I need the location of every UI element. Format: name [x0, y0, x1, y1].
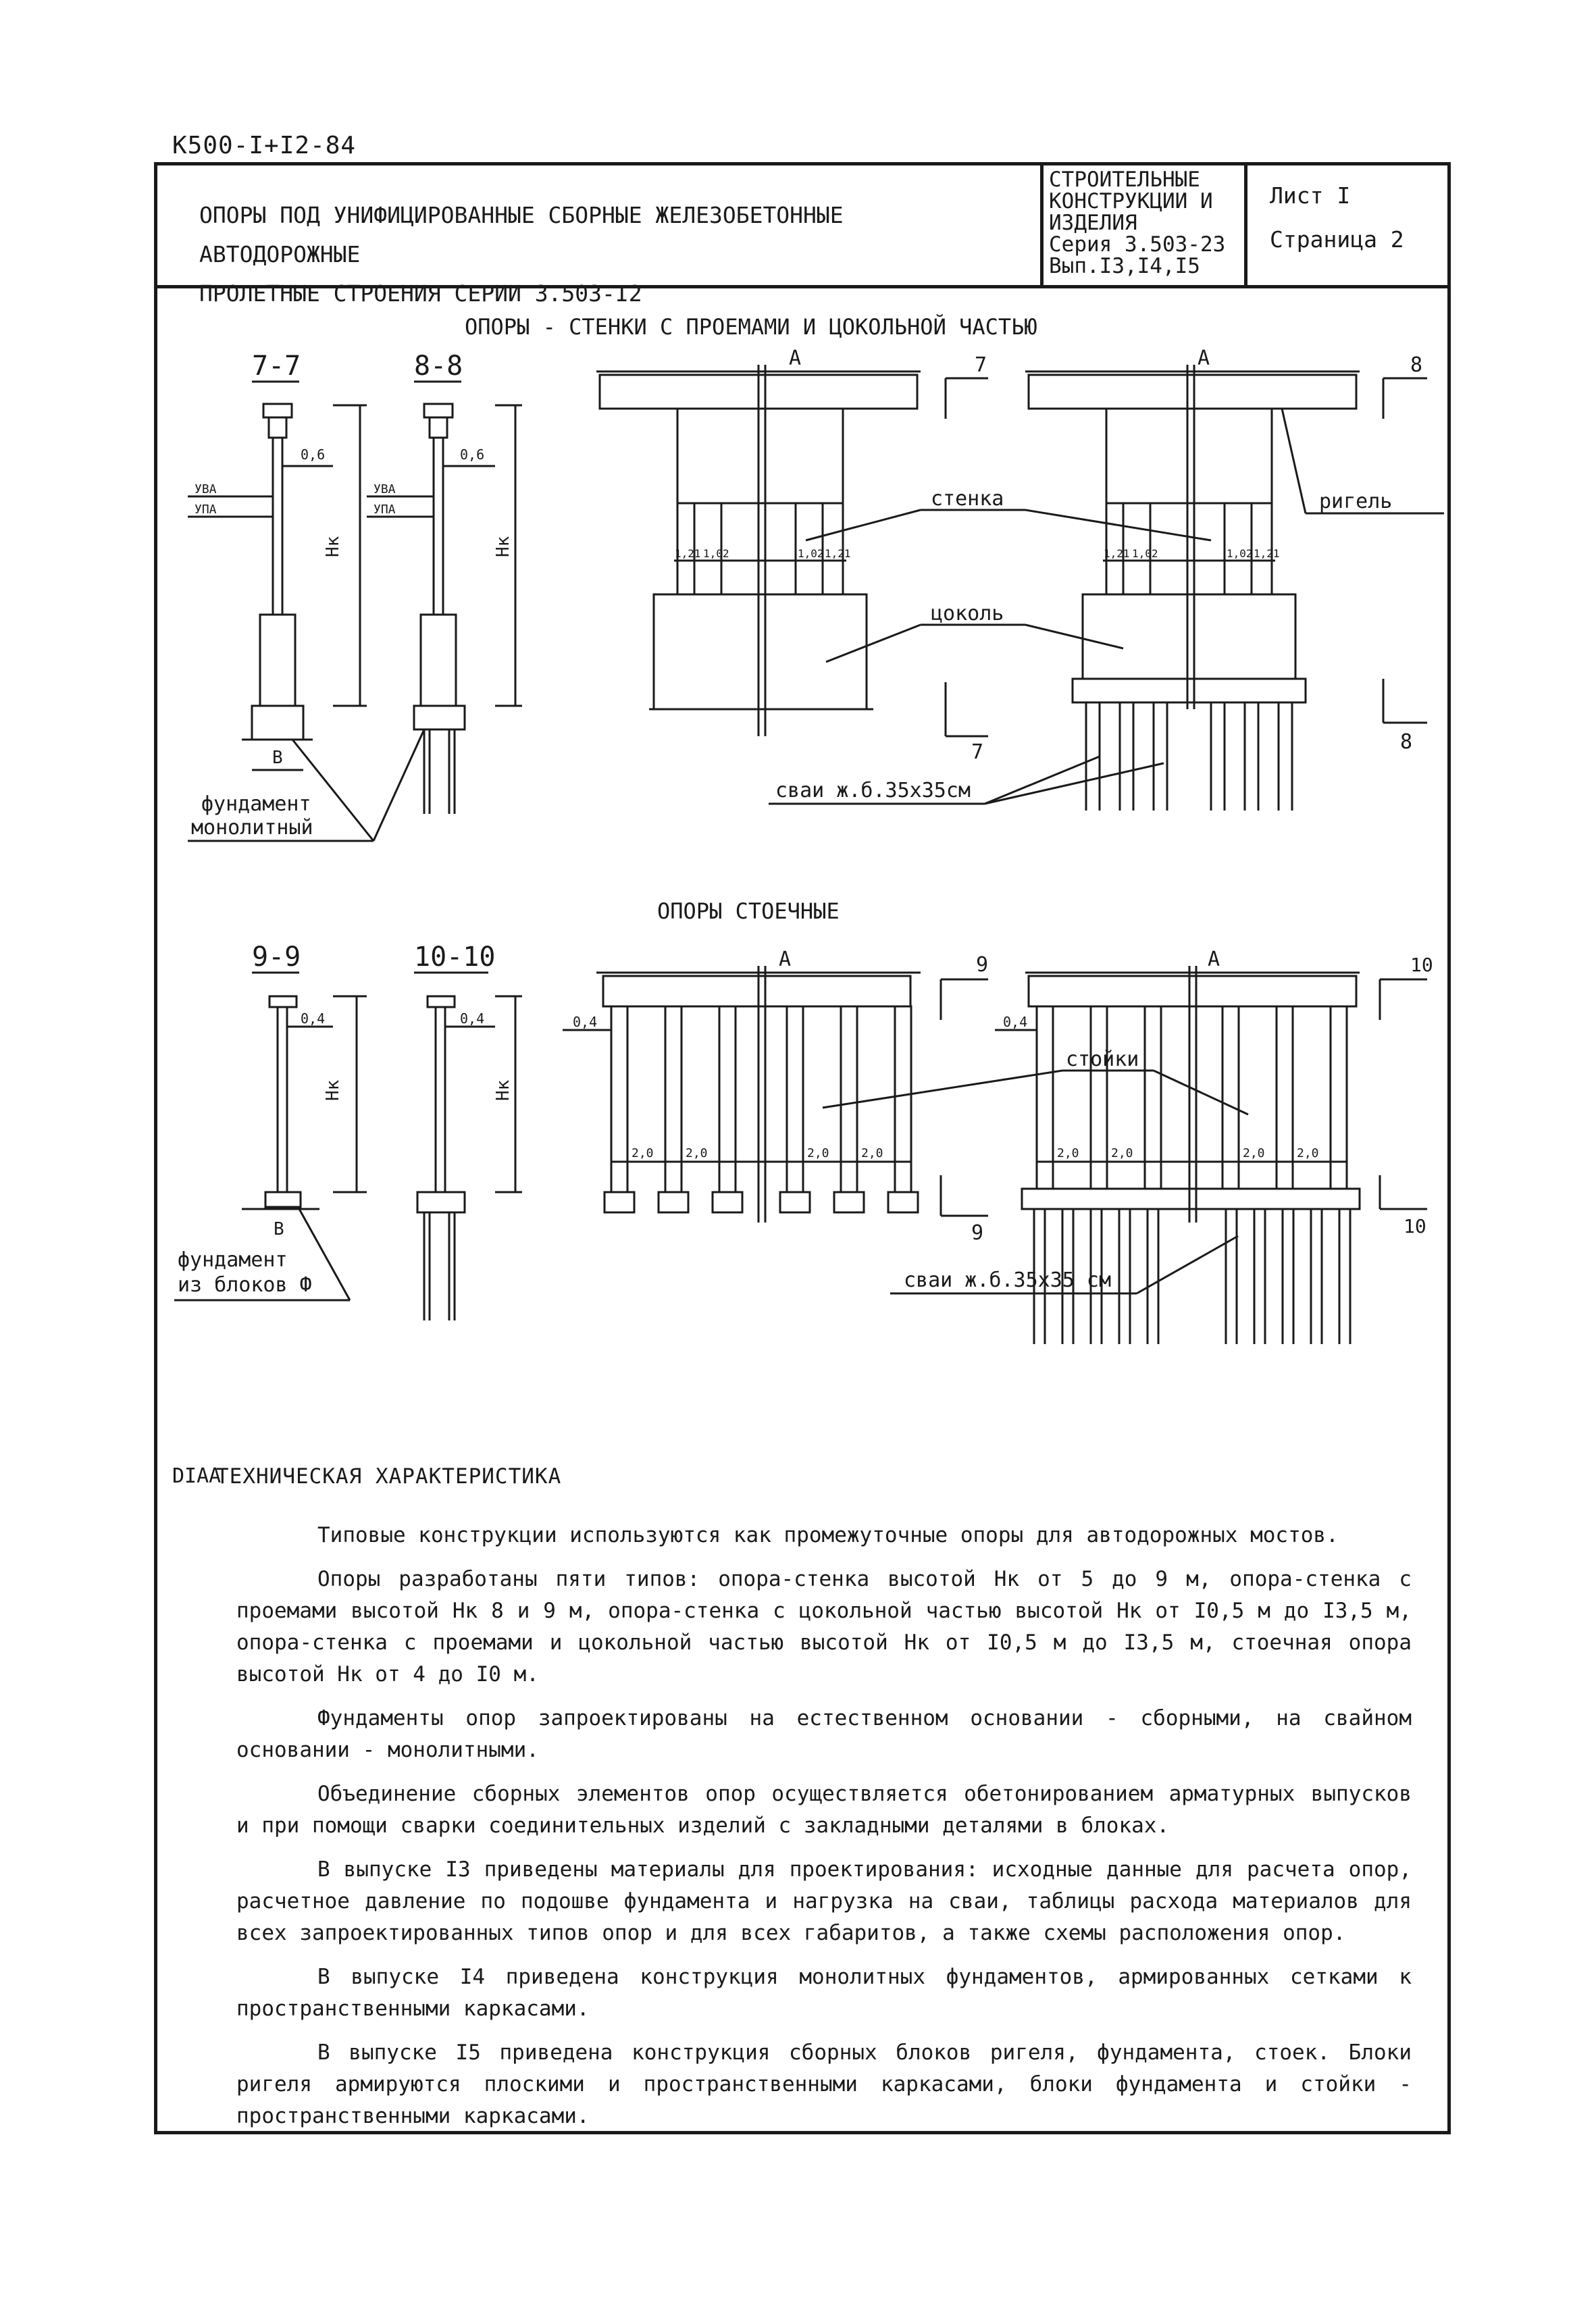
upa-mark: УПА	[374, 503, 396, 517]
paragraph: В выпуске I4 приведена конструкция монол…	[236, 1965, 1412, 2021]
series-line: Вып.I3,I4,I5	[1049, 254, 1200, 278]
dim-1-02: 1,02	[1132, 547, 1158, 560]
dim-2-0: 2,0	[1111, 1146, 1133, 1160]
dim-0-6: 0,6	[301, 446, 325, 463]
piles-label-top: сваи ж.б.35х35см	[775, 779, 971, 802]
cut-label-8: 8	[1400, 730, 1412, 754]
section-title: ТЕХНИЧЕСКАЯ ХАРАКТЕРИСТИКА	[216, 1464, 562, 1489]
dim-a: A	[1208, 948, 1220, 971]
cut-label-7: 7	[975, 353, 987, 377]
page-number: Страница 2	[1270, 226, 1404, 253]
dim-0-4: 0,4	[460, 1010, 484, 1027]
piles-label-bottom: сваи ж.б.35х35 см	[904, 1268, 1111, 1292]
document-code: К500-I+I2-84	[172, 132, 357, 159]
header-bottom-rule	[154, 285, 1451, 288]
section-label-7: 7-7	[252, 351, 301, 382]
cut-label-10: 10	[1410, 954, 1433, 976]
piles-top-right	[1085, 702, 1293, 811]
posts-left	[610, 1005, 912, 1193]
paragraph: В выпуске I3 приведены материалы для про…	[236, 1857, 1412, 1945]
paragraph: Объединение сборных элементов опор осуще…	[236, 1782, 1412, 1838]
header-divider	[1244, 162, 1247, 287]
engineering-drawing: ОПОРЫ - СТЕНКИ С ПРОЕМАМИ И ЦОКОЛЬНОЙ ЧА…	[174, 314, 1444, 1344]
dim-1-21: 1,21	[675, 547, 701, 560]
dim-1-02: 1,02	[703, 547, 729, 560]
plinth-label: цоколь	[931, 602, 1004, 625]
dim-hk: Hк	[323, 1079, 343, 1101]
foundation-blocks-label: из блоков Ф	[178, 1273, 312, 1297]
series-line: СТРОИТЕЛЬНЫЕ	[1049, 168, 1200, 192]
cut-label-8: 8	[1410, 353, 1422, 377]
paragraph: Типовые конструкции используются как про…	[317, 1523, 1339, 1547]
posts-right	[1035, 1005, 1348, 1190]
foundation-blocks-label: фундамент	[178, 1248, 288, 1272]
top-block-title: ОПОРЫ - СТЕНКИ С ПРОЕМАМИ И ЦОКОЛЬНОЙ ЧА…	[465, 314, 1037, 340]
dim-hk: Hк	[493, 536, 513, 557]
dim-2-0: 2,0	[1243, 1146, 1265, 1160]
dim-2-0: 2,0	[1057, 1146, 1079, 1160]
dim-b: B	[272, 748, 283, 768]
piles-bottom-right	[1033, 1209, 1352, 1344]
upa-mark: УПА	[195, 503, 217, 517]
section-code: DIAA	[172, 1464, 222, 1488]
dim-1-02: 1,02	[1227, 547, 1253, 560]
title-line: ОПОРЫ ПОД УНИФИЦИРОВАННЫЕ СБОРНЫЕ ЖЕЛЕЗО…	[199, 202, 844, 267]
paragraph: Опоры разработаны пяти типов: опора-стен…	[236, 1567, 1412, 1687]
series-line: Серия 3.503-23	[1049, 232, 1226, 257]
dim-a: A	[1198, 346, 1210, 370]
dim-b: B	[274, 1219, 284, 1239]
sheet-number: Лист I	[1270, 182, 1351, 209]
wall-label: стенка	[931, 487, 1004, 511]
dim-0-4: 0,4	[1003, 1014, 1027, 1030]
cut-label-9: 9	[976, 953, 988, 977]
dim-2-0: 2,0	[861, 1146, 883, 1160]
header-divider	[1040, 162, 1044, 287]
cut-label-9: 9	[971, 1221, 983, 1245]
dim-hk: Hк	[323, 536, 343, 557]
paragraph: В выпуске I5 приведена конструкция сборн…	[236, 2040, 1412, 2128]
document-title: ОПОРЫ ПОД УНИФИЦИРОВАННЫЕ СБОРНЫЕ ЖЕЛЕЗО…	[199, 196, 1003, 313]
paragraph: Фундаменты опор запроектированы на естес…	[236, 1706, 1412, 1762]
dim-2-0: 2,0	[632, 1146, 654, 1160]
dim-0-4: 0,4	[573, 1014, 597, 1030]
dim-1-21: 1,21	[825, 547, 851, 560]
sheet-frame	[154, 162, 1451, 2134]
dim-1-21: 1,21	[1254, 547, 1280, 560]
foundation-monolithic-label: фундамент	[201, 792, 311, 816]
dim-2-0: 2,0	[1297, 1146, 1319, 1160]
series-line: КОНСТРУКЦИИ И	[1049, 189, 1213, 213]
dim-0-6: 0,6	[460, 446, 484, 463]
dim-0-4: 0,4	[301, 1010, 325, 1027]
uva-mark: УВА	[195, 482, 217, 496]
dim-hk: Hк	[493, 1079, 513, 1101]
series-block: СТРОИТЕЛЬНЫЕ КОНСТРУКЦИИ И ИЗДЕЛИЯ Серия…	[1049, 169, 1241, 277]
dim-1-02: 1,02	[798, 547, 824, 560]
foundation-monolithic-label: монолитный	[191, 816, 313, 840]
uva-mark: УВА	[374, 482, 396, 496]
section-label-8: 8-8	[414, 351, 463, 382]
dim-2-0: 2,0	[807, 1146, 829, 1160]
technical-description: Типовые конструкции используются как про…	[236, 1520, 1412, 2144]
bottom-block-title: ОПОРЫ СТОЕЧНЫЕ	[657, 898, 840, 924]
cut-label-7: 7	[971, 740, 983, 764]
section-label-9: 9-9	[252, 942, 301, 973]
section-label-10: 10-10	[414, 942, 495, 973]
posts-label: стойки	[1066, 1048, 1139, 1071]
crossbar-label: ригель	[1319, 490, 1392, 513]
series-line: ИЗДЕЛИЯ	[1049, 211, 1137, 235]
dim-a: A	[789, 346, 801, 370]
title-line: ПРОЛЕТНЫЕ СТРОЕНИЯ СЕРИИ 3.503-I2	[199, 280, 642, 307]
cut-label-10: 10	[1404, 1215, 1426, 1237]
dim-1-21: 1,21	[1104, 547, 1130, 560]
dim-2-0: 2,0	[686, 1146, 708, 1160]
dim-a: A	[779, 948, 791, 971]
